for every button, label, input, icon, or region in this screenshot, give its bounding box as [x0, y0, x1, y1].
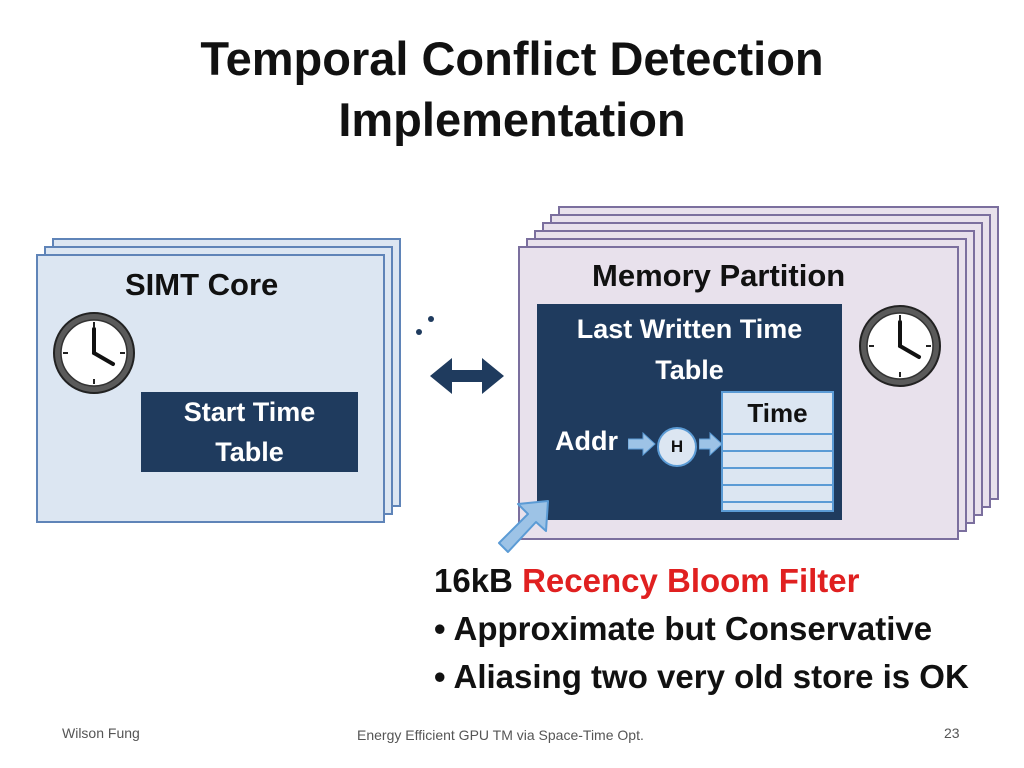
title-line-1: Temporal Conflict Detection: [200, 32, 824, 85]
filter-size: 16kB: [434, 562, 513, 599]
time-table-row: [723, 486, 832, 503]
arrow-right-icon: [699, 432, 723, 456]
hash-function-node: H: [657, 427, 697, 467]
time-table-row: [723, 503, 832, 514]
bullet-marker: •: [434, 610, 446, 647]
addr-label: Addr: [555, 426, 618, 456]
simt-core-label: SIMT Core: [125, 267, 279, 302]
slide-title: Temporal Conflict Detection Implementati…: [0, 28, 1024, 150]
time-table-row: [723, 452, 832, 469]
last-written-time-table-line-2: Table: [655, 355, 724, 385]
footer-title: Energy Efficient GPU TM via Space-Time O…: [357, 727, 644, 743]
hash-label: H: [670, 437, 684, 456]
callout-arrow-icon: [498, 500, 549, 553]
clock-icon: [859, 305, 941, 387]
last-written-time-table-line-1: Last Written Time: [576, 314, 803, 344]
filter-caption: 16kB Recency Bloom Filter: [434, 562, 860, 600]
bullet-item-1: • Approximate but Conservative: [434, 610, 932, 648]
bullet-text-1: Approximate but Conservative: [453, 610, 933, 647]
page-number: 23: [944, 725, 960, 741]
start-time-table-line-1: Start Time: [183, 397, 316, 427]
footer-author: Wilson Fung: [62, 725, 140, 741]
start-time-table: Start Time Table: [141, 392, 358, 472]
bullet-marker: •: [434, 658, 446, 695]
bullet-item-2: • Aliasing two very old store is OK: [434, 658, 969, 696]
clock-icon: [53, 312, 135, 394]
memory-partition-label: Memory Partition: [592, 258, 846, 293]
filter-name: Recency Bloom Filter: [522, 562, 860, 599]
arrow-right-icon: [628, 432, 656, 456]
time-column-table: Time: [721, 391, 834, 512]
time-table-row: [723, 435, 832, 452]
start-time-table-line-2: Table: [215, 437, 284, 467]
time-table-row: [723, 469, 832, 486]
ellipsis-dots: [416, 316, 434, 335]
double-arrow-icon: [430, 358, 504, 394]
title-line-2: Implementation: [338, 93, 686, 146]
time-column-header: Time: [723, 393, 832, 435]
bullet-text-2: Aliasing two very old store is OK: [453, 658, 969, 695]
